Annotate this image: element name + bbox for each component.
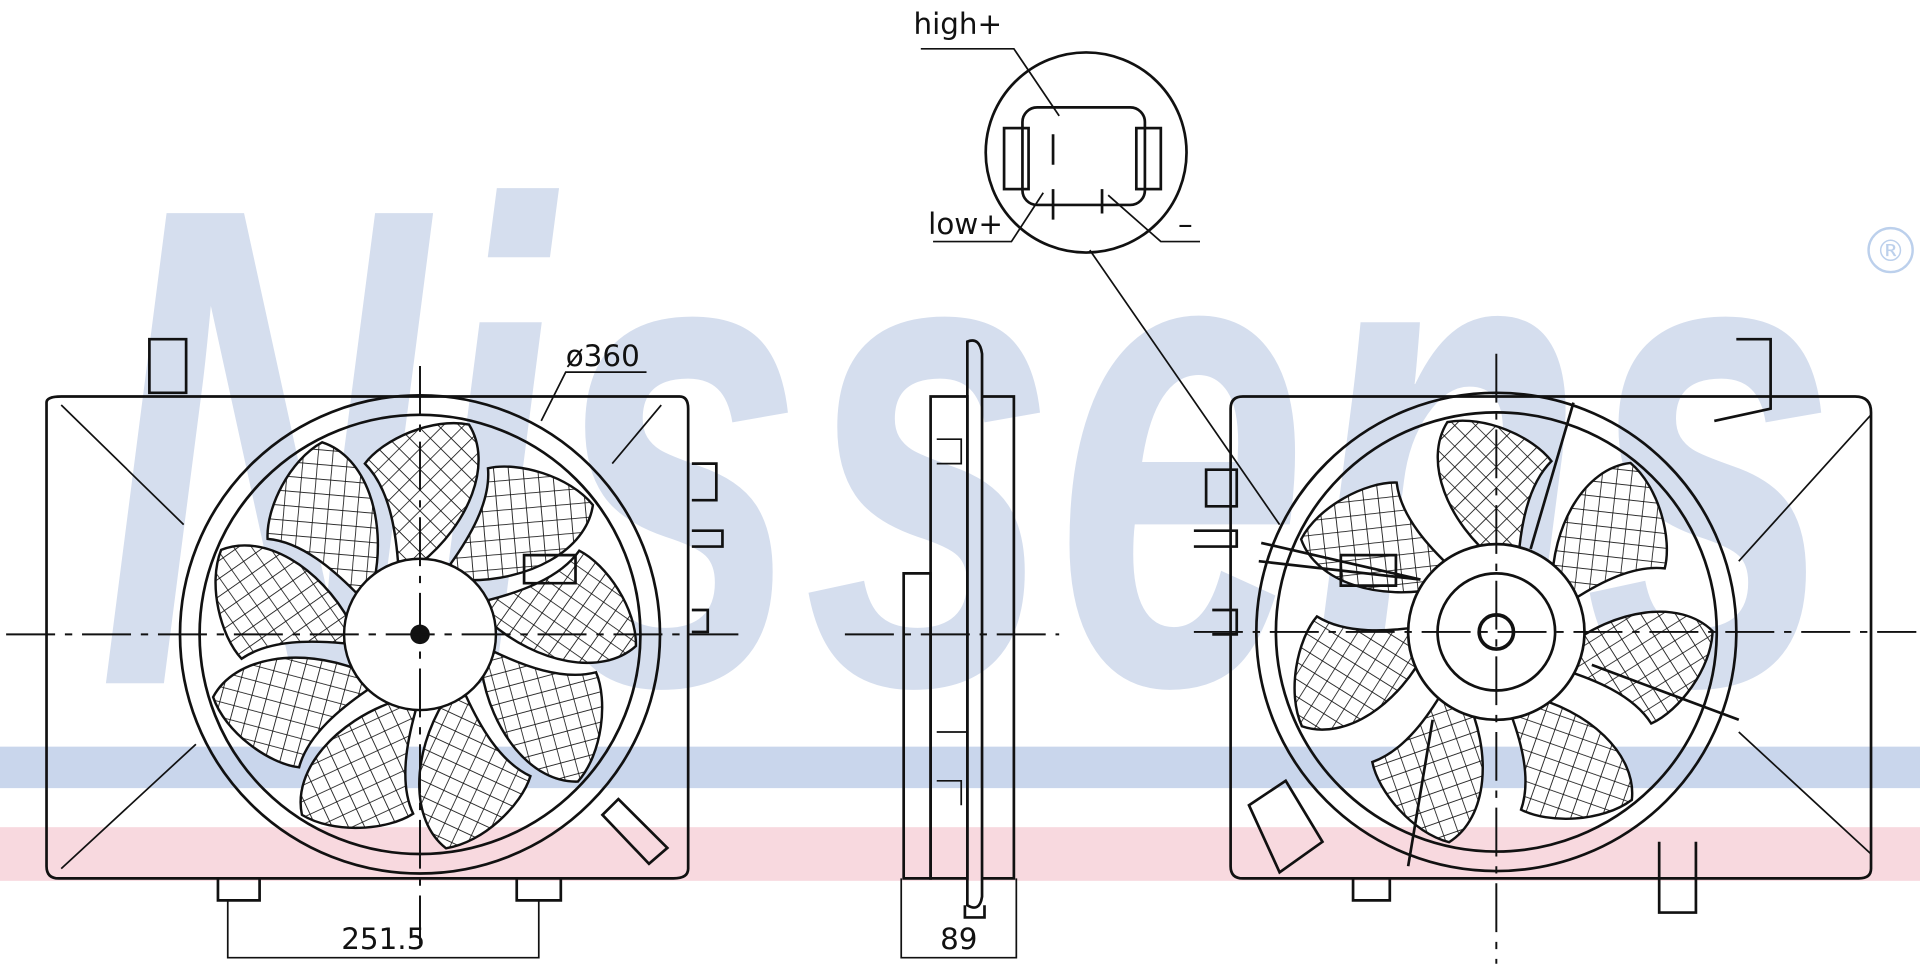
watermark-pink-band [0, 827, 1920, 881]
side-view: 89 [844, 339, 1060, 959]
fan-blade [448, 465, 595, 582]
pin-low-label: low+ [928, 207, 1003, 241]
fan-blade [299, 699, 418, 830]
fan-blade [211, 656, 369, 769]
registered-mark-icon [1867, 226, 1914, 274]
connector-detail: high+ low+ – [913, 7, 1281, 526]
fan-blade [1293, 614, 1429, 731]
front-view: ø360 251.5 [6, 337, 747, 959]
svg-text:®: ® [1876, 234, 1905, 268]
fan-blade [1436, 419, 1554, 563]
depth-label: 89 [940, 922, 977, 956]
fan-blade [266, 440, 380, 595]
fan-blade [480, 650, 604, 783]
pin-high-label: high+ [913, 7, 1002, 41]
fan-blade [1299, 481, 1455, 594]
fan-blade [214, 544, 352, 661]
mount-spacing-label: 251.5 [341, 922, 425, 956]
pin-ground-label: – [1178, 207, 1193, 241]
rear-view [1193, 337, 1917, 964]
fan-blade [1370, 686, 1484, 844]
fan-blade [1506, 694, 1634, 820]
diameter-label: ø360 [566, 339, 640, 373]
fan-blade [1550, 461, 1669, 606]
